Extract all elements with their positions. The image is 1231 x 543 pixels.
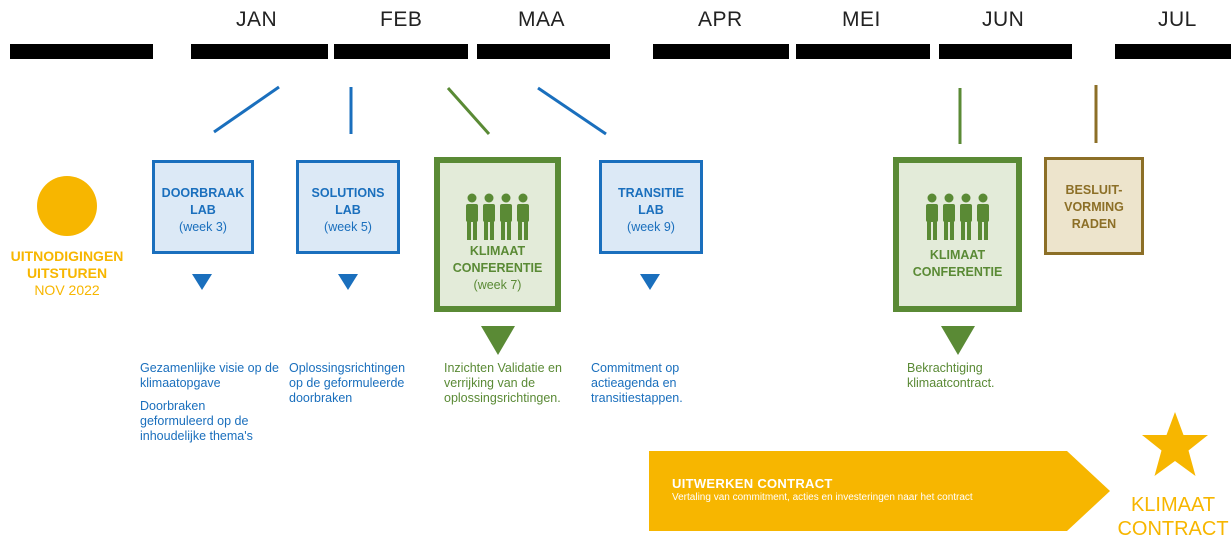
solutions-lab-box: SOLUTIONS LAB (week 5)	[296, 160, 400, 254]
lab-title: SOLUTIONS	[311, 186, 385, 200]
decision-title: RADEN	[1071, 217, 1117, 231]
end-line1: KLIMAAT	[1130, 494, 1216, 516]
klimaat-conferentie-1-box: KLIMAAT CONFERENTIE (week 7)	[434, 157, 561, 312]
desc-text: Doorbraken geformuleerd op de inhoudelij…	[140, 399, 253, 443]
timeline-bar	[653, 44, 789, 59]
month-mei: MEI	[842, 8, 881, 31]
conference-week: (week 7)	[473, 278, 522, 292]
contract-arrow-subtitle: Vertaling van commitment, acties en inve…	[672, 492, 973, 503]
connector-doorbraak	[213, 85, 280, 134]
solutions-desc: Oplossingsrichtingen op de geformuleerde…	[289, 361, 419, 414]
month-jun: JUN	[982, 8, 1025, 31]
connector-transitie	[537, 86, 607, 136]
down-arrow-icon	[192, 274, 212, 290]
month-feb: FEB	[380, 8, 423, 31]
sun-icon	[37, 176, 97, 236]
start-label: UITNODIGINGEN UITSTUREN NOV 2022	[0, 248, 134, 299]
lab-title: LAB	[335, 203, 361, 217]
decision-title: BESLUIT-	[1065, 183, 1123, 197]
start-title-line1: UITNODIGINGEN	[10, 248, 124, 264]
timeline-bar	[334, 44, 468, 59]
contract-arrow-title: UITWERKEN CONTRACT	[672, 476, 833, 491]
people-group-icon	[925, 193, 989, 240]
timeline-bar	[10, 44, 153, 59]
conference-title: CONFERENTIE	[912, 265, 1003, 279]
end-line2: CONTRACT	[1117, 518, 1229, 540]
besluitvorming-box: BESLUIT- VORMING RADEN	[1044, 157, 1144, 255]
month-apr: APR	[698, 8, 743, 31]
conference-title: KLIMAAT	[929, 248, 986, 262]
start-date: NOV 2022	[34, 282, 100, 298]
transitie-lab-box: TRANSITIE LAB (week 9)	[599, 160, 703, 254]
desc-text: Commitment op actieagenda en transitiest…	[591, 361, 683, 405]
conference-title: CONFERENTIE	[452, 261, 543, 275]
timeline-bar	[939, 44, 1072, 59]
lab-title: LAB	[190, 203, 216, 217]
connector-conferentie-1	[446, 87, 491, 135]
conference-title: KLIMAAT	[469, 244, 526, 258]
doorbraak-desc: Gezamenlijke visie op de klimaatopgave D…	[140, 361, 280, 452]
decision-title: VORMING	[1064, 200, 1124, 214]
end-label: KLIMAAT CONTRACT	[1115, 493, 1231, 541]
down-arrow-icon	[481, 326, 515, 355]
lab-week: (week 5)	[324, 220, 372, 234]
timeline-bar	[796, 44, 930, 59]
star-icon	[1142, 412, 1208, 476]
conferentie-1-desc: Inzichten Validatie en verrijking van de…	[444, 361, 562, 405]
timeline-bar	[477, 44, 610, 59]
lab-title: DOORBRAAK	[161, 186, 245, 200]
lab-week: (week 3)	[179, 220, 227, 234]
down-arrow-icon	[338, 274, 358, 290]
contract-arrow-shape	[649, 451, 1110, 531]
transitie-desc: Commitment op actieagenda en transitiest…	[591, 361, 701, 414]
lab-week: (week 9)	[627, 220, 675, 234]
down-arrow-icon	[640, 274, 660, 290]
desc-text: Oplossingsrichtingen op de geformuleerde…	[289, 361, 406, 405]
klimaat-conferentie-2-box: KLIMAAT CONFERENTIE	[893, 157, 1022, 312]
lab-title: LAB	[638, 203, 664, 217]
down-arrow-icon	[941, 326, 975, 355]
people-group-icon	[465, 193, 529, 240]
lab-title: TRANSITIE	[618, 186, 684, 200]
month-jul: JUL	[1158, 8, 1197, 31]
doorbraak-lab-box: DOORBRAAK LAB (week 3)	[152, 160, 254, 254]
month-maa: MAA	[518, 8, 566, 31]
desc-text: Gezamenlijke visie op de klimaatopgave	[140, 361, 279, 390]
conferentie-2-desc: Bekrachtiging klimaatcontract.	[907, 361, 995, 390]
contract-arrow-text: UITWERKEN CONTRACT Vertaling van commitm…	[672, 476, 973, 503]
month-jan: JAN	[236, 8, 278, 31]
timeline-bar	[1115, 44, 1231, 59]
start-title-line2: UITSTUREN	[26, 265, 108, 281]
timeline-bar	[191, 44, 328, 59]
